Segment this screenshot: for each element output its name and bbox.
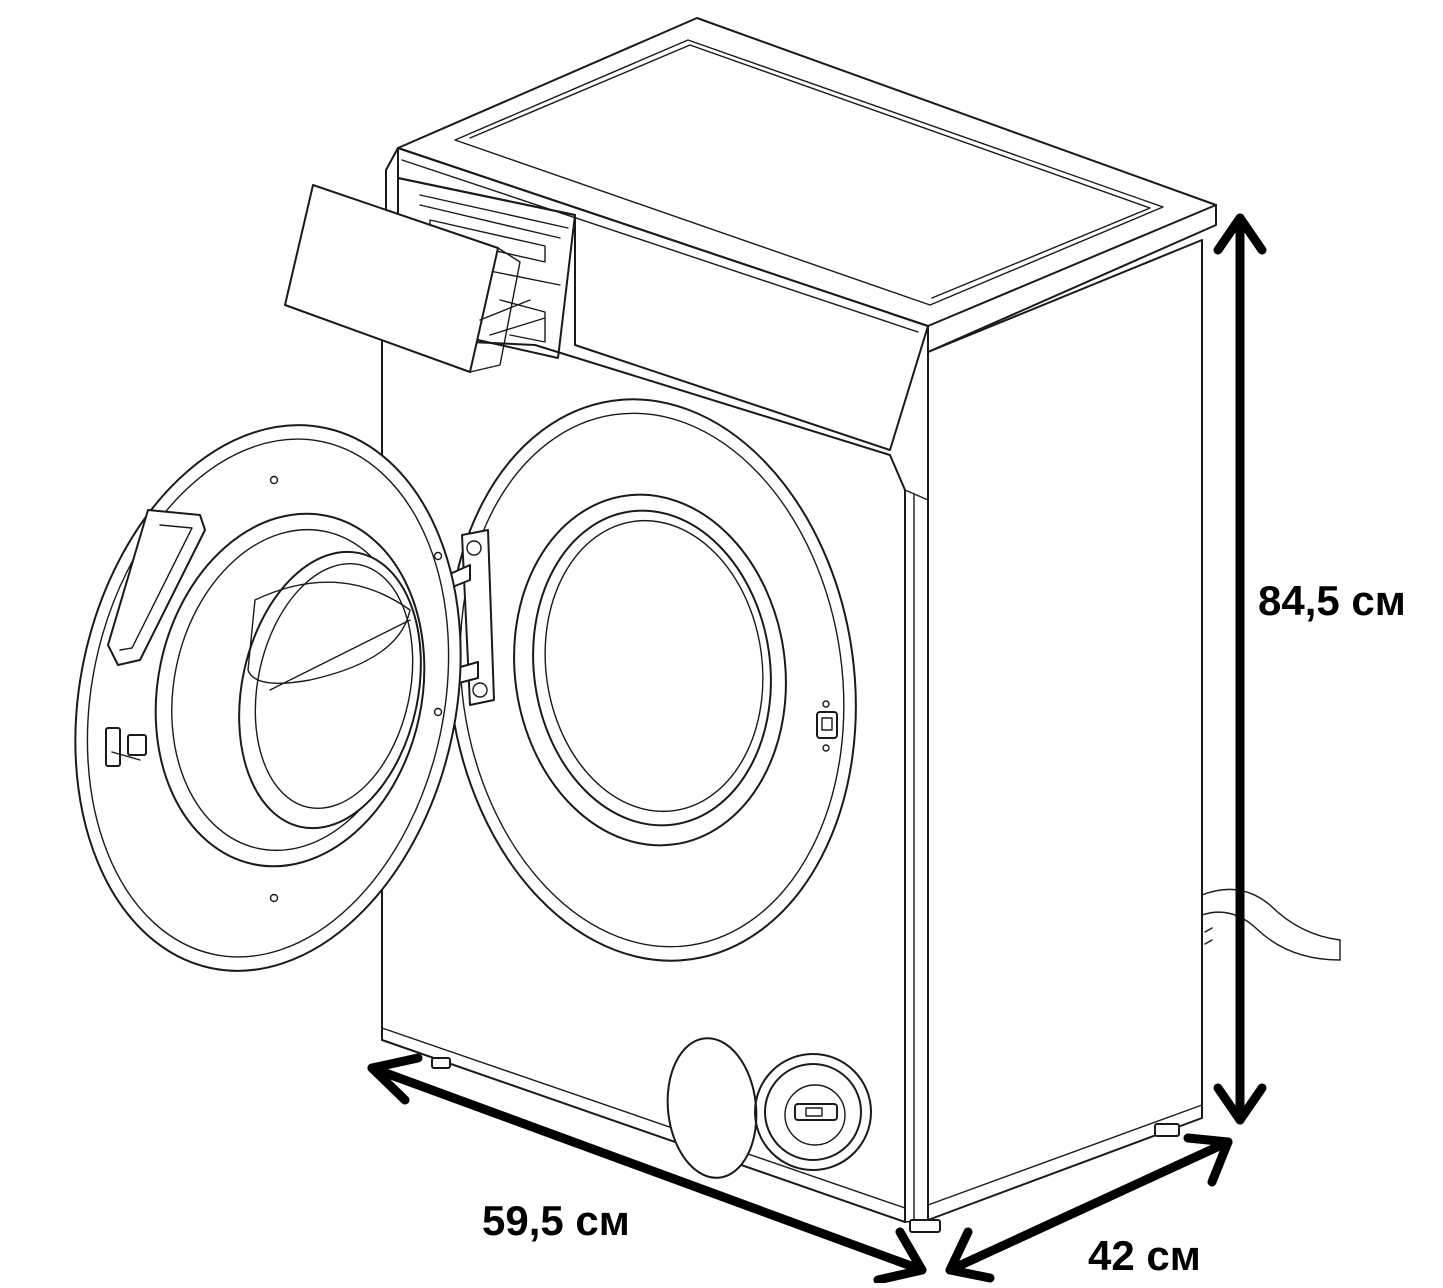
door-handle: [107, 509, 206, 666]
machine-body: [381, 239, 1203, 1233]
depth-label: 42 см: [1088, 1232, 1201, 1279]
foot-front-right: [909, 1219, 941, 1233]
drain-filter: [754, 1053, 872, 1171]
door-portal: [447, 398, 857, 962]
drain-hose: [1201, 888, 1341, 961]
height-label: 84,5 см: [1258, 577, 1406, 624]
filter-cover: [666, 1037, 758, 1179]
width-label: 59,5 см: [482, 1197, 630, 1244]
foot-front-left: [431, 1057, 451, 1069]
service-hatch: [666, 1037, 872, 1179]
height-arrow: [1213, 213, 1267, 1125]
door-catch: [105, 727, 121, 767]
detergent-drawer-front: [284, 184, 499, 373]
side-panel: [927, 239, 1203, 1221]
width-arrow: [367, 1053, 927, 1285]
depth-arrow: [945, 1133, 1233, 1283]
door-lock: [816, 711, 838, 739]
front-panel: [381, 337, 906, 1223]
control-panel: [284, 147, 929, 451]
foot-rear-right: [1154, 1123, 1180, 1137]
open-door: [74, 424, 462, 972]
